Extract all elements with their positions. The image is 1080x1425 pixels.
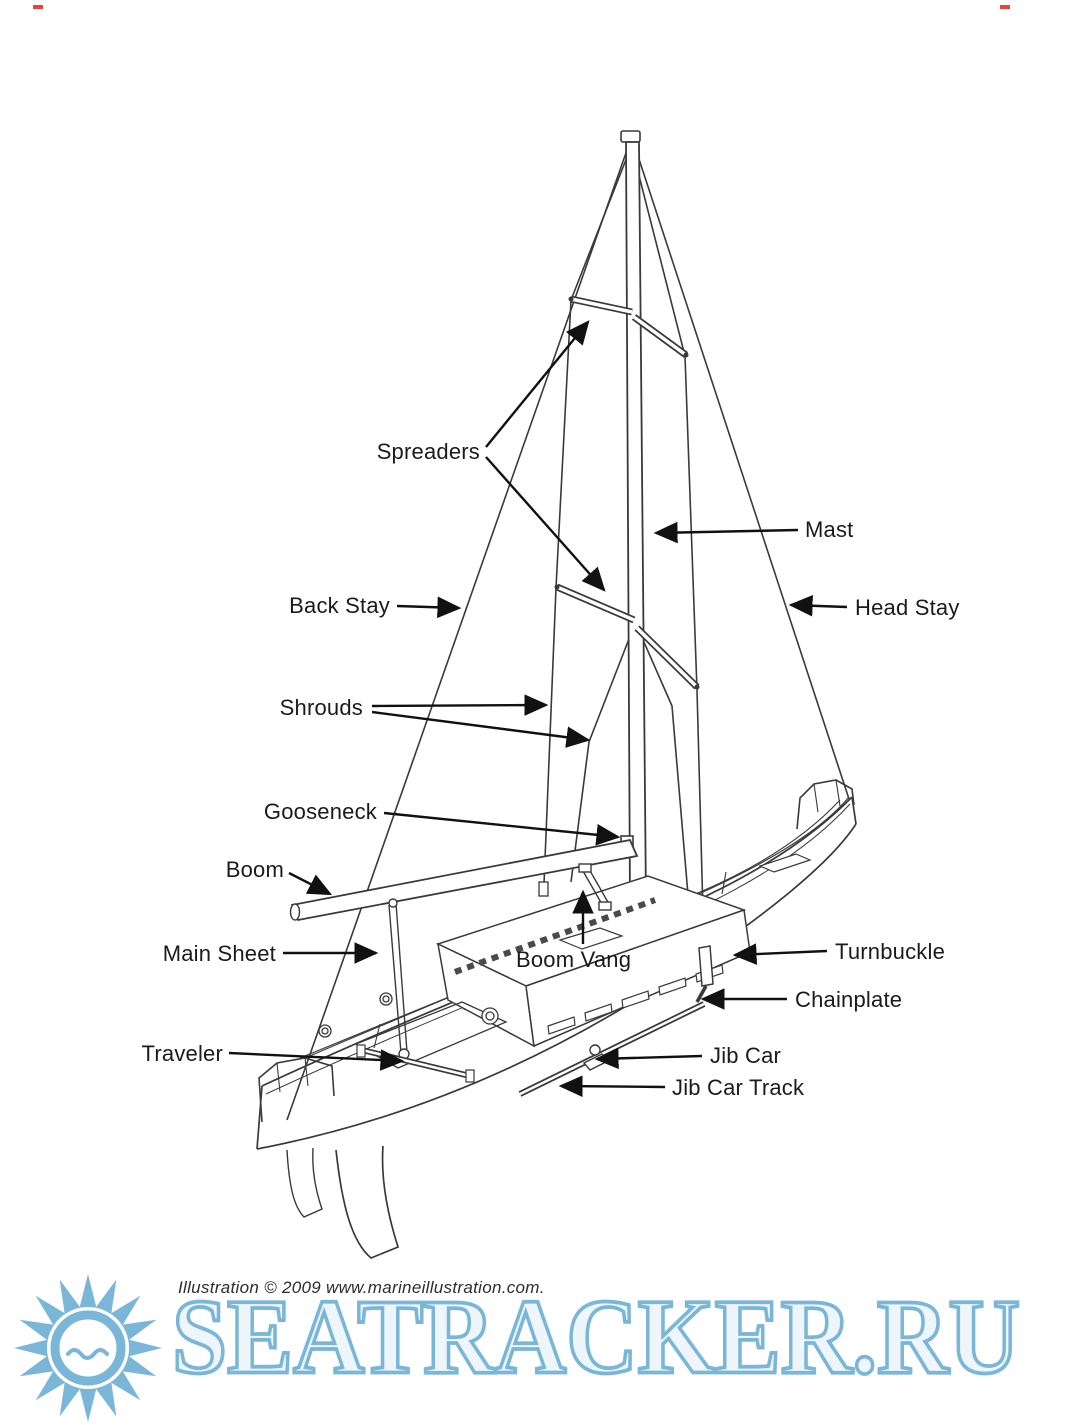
stern-pulpit bbox=[258, 1057, 335, 1123]
transom bbox=[256, 1085, 263, 1150]
arrow-to-jib-car-track bbox=[558, 1075, 666, 1098]
label-turnbuckle: Turnbuckle bbox=[835, 939, 946, 964]
arrow-to-traveler bbox=[228, 1049, 405, 1071]
winches bbox=[318, 992, 499, 1038]
scan-artifact-right bbox=[1000, 5, 1010, 9]
jib-car-block bbox=[582, 1053, 610, 1071]
label-main-sheet: Main Sheet bbox=[162, 941, 276, 966]
arrow-to-back-stay bbox=[396, 596, 462, 619]
arrow-to-boom bbox=[288, 871, 333, 896]
mast-shape bbox=[625, 141, 647, 905]
arrow-to-turnbuckle bbox=[732, 943, 828, 965]
masthead-cap bbox=[620, 130, 641, 143]
label-traveler: Traveler bbox=[141, 1041, 223, 1066]
main-sheet-tackle bbox=[388, 898, 410, 1060]
label-jib-car: Jib Car bbox=[710, 1043, 782, 1068]
stbd-shroud-outer bbox=[632, 151, 705, 951]
arrow-to-gooseneck bbox=[383, 811, 621, 846]
boom-vang-tackle bbox=[578, 863, 612, 911]
rigging-lines bbox=[286, 149, 850, 1121]
mast-group bbox=[618, 130, 657, 930]
arrow-to-lower-spreader bbox=[485, 456, 606, 592]
label-head-stay: Head Stay bbox=[855, 595, 960, 620]
label-jib-car-track: Jib Car Track bbox=[672, 1075, 805, 1100]
keel-fin bbox=[335, 1145, 400, 1259]
port-shroud-outer bbox=[543, 151, 630, 885]
label-boom: Boom bbox=[225, 857, 284, 882]
traveler-bar bbox=[356, 1044, 475, 1083]
sun-logo-icon bbox=[14, 1274, 162, 1422]
rudder bbox=[286, 1147, 323, 1218]
label-shrouds: Shrouds bbox=[279, 695, 363, 720]
companionway-hatch bbox=[558, 927, 624, 950]
arrow-to-upper-spreader bbox=[485, 320, 590, 448]
callout-arrows bbox=[228, 320, 848, 1098]
label-chainplate: Chainplate bbox=[795, 987, 903, 1012]
arrow-to-shroud-2 bbox=[371, 710, 591, 748]
head-stay-line bbox=[635, 149, 850, 800]
spreaders-group bbox=[554, 295, 700, 690]
label-gooseneck: Gooseneck bbox=[263, 799, 377, 824]
illustration-credit: Illustration © 2009 www.marineillustrati… bbox=[178, 1278, 545, 1297]
watermark: SEATRACKER.RU bbox=[0, 1268, 1080, 1425]
label-spreaders: Spreaders bbox=[376, 439, 480, 464]
label-mast: Mast bbox=[805, 517, 854, 542]
scan-artifact-left bbox=[33, 5, 43, 9]
boom-end-cap bbox=[289, 903, 301, 921]
bow-pulpit bbox=[796, 779, 855, 830]
arrow-to-jib-car bbox=[594, 1047, 703, 1070]
stbd-shroud-inner bbox=[639, 632, 693, 943]
arrow-to-shroud-1 bbox=[371, 694, 549, 716]
label-boom-vang: Boom Vang bbox=[516, 947, 632, 972]
arrow-to-mast bbox=[653, 521, 799, 544]
arrow-to-head-stay bbox=[788, 594, 848, 617]
bow-stem bbox=[851, 796, 857, 825]
fore-hatch bbox=[758, 853, 812, 873]
cabin-group bbox=[318, 853, 812, 1069]
watermark-text: SEATRACKER.RU bbox=[170, 1278, 1022, 1397]
label-back-stay: Back Stay bbox=[289, 593, 390, 618]
turnbuckle-fitting bbox=[698, 945, 714, 987]
boom-shape bbox=[290, 838, 639, 922]
